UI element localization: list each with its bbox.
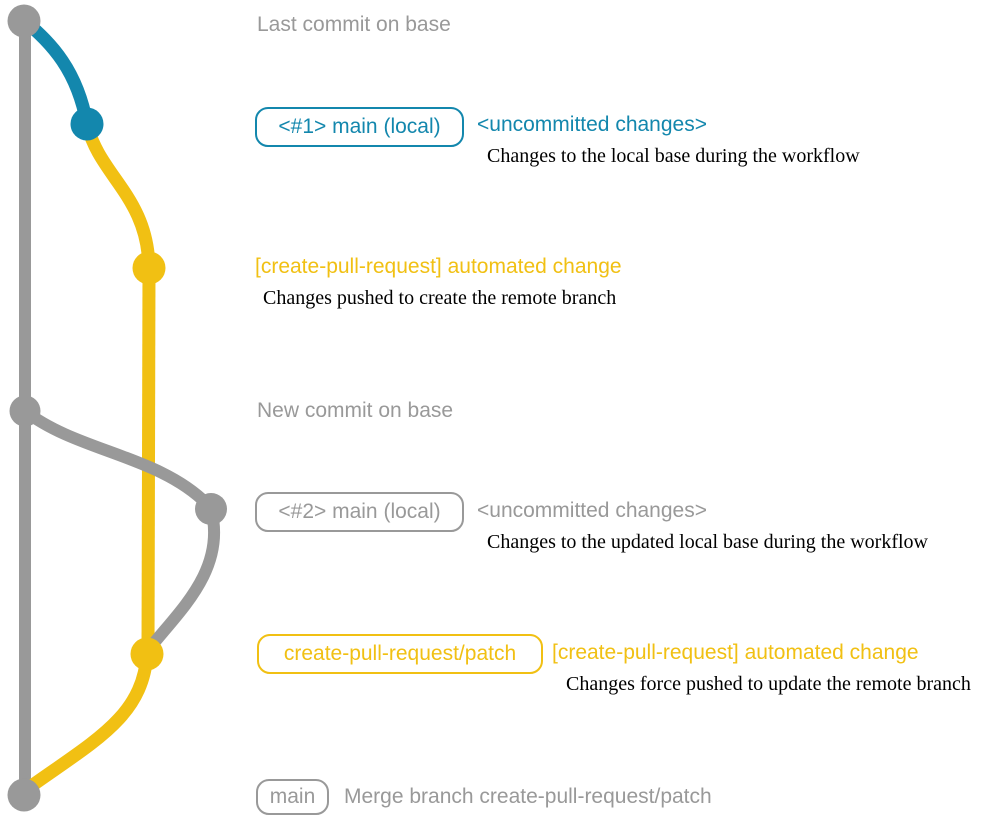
label-automated-change-2: [create-pull-request] automated change	[552, 641, 919, 664]
caption-changes-pushed: Changes pushed to create the remote bran…	[263, 287, 617, 309]
branch-badge-main-local-2: <#2> main (local)	[255, 492, 464, 532]
label-merge-branch: Merge branch create-pull-request/patch	[344, 785, 712, 808]
caption-changes-force-pushed: Changes force pushed to update the remot…	[566, 673, 971, 695]
commit-node-automated-1	[132, 251, 166, 285]
git-graph	[7, 4, 227, 812]
commit-node-uncommitted-1	[70, 107, 104, 141]
label-uncommitted-changes-2: <uncommitted changes>	[477, 499, 707, 522]
commit-node-uncommitted-2	[195, 493, 227, 525]
branch-badge-main: main	[256, 779, 329, 815]
branch-badge-label: <#1> main (local)	[278, 115, 441, 138]
label-automated-change-1: [create-pull-request] automated change	[255, 255, 622, 278]
edge-force-push	[144, 503, 221, 654]
branch-badge-label: <#2> main (local)	[278, 500, 441, 523]
commit-node-last-base	[7, 4, 41, 38]
caption-updated-local-base-changes: Changes to the updated local base during…	[487, 531, 928, 553]
branch-badge-main-local-1: <#1> main (local)	[255, 107, 464, 147]
patch-branch-line	[141, 267, 156, 653]
edge-patch-merge	[23, 647, 154, 794]
edge-uncommitted-2	[19, 405, 213, 510]
commit-node-new-base	[9, 395, 41, 427]
label-new-commit-on-base: New commit on base	[257, 399, 454, 422]
label-last-commit-on-base: Last commit on base	[257, 13, 451, 36]
caption-local-base-changes: Changes to the local base during the wor…	[487, 145, 860, 167]
label-uncommitted-changes-1: <uncommitted changes>	[477, 113, 707, 136]
edge-uncommitted-1	[18, 14, 94, 131]
branch-badge-label: create-pull-request/patch	[283, 642, 517, 665]
edge-patch-create	[80, 117, 156, 275]
commit-node-automated-2	[130, 637, 164, 671]
branch-badge-label: main	[269, 785, 316, 808]
branch-badge-create-pull-request-patch: create-pull-request/patch	[257, 634, 543, 674]
commit-node-merge	[7, 778, 41, 812]
